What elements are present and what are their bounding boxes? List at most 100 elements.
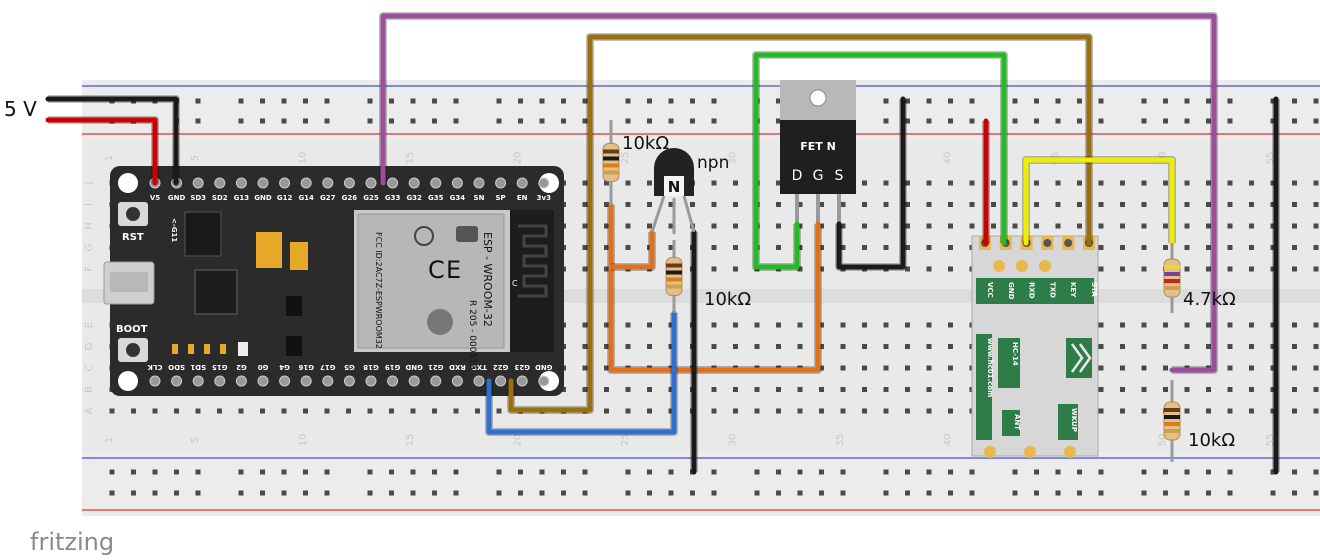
rail-hole <box>432 469 437 475</box>
rail-hole <box>496 98 502 104</box>
esp32-pin <box>322 375 334 387</box>
hole <box>1249 408 1254 414</box>
hole <box>1012 180 1018 186</box>
rail-hole <box>324 490 330 496</box>
hole <box>1270 245 1276 250</box>
hole <box>1270 223 1276 229</box>
fcc-icon <box>414 226 434 246</box>
hole <box>625 245 631 250</box>
esp32-pin <box>495 375 507 387</box>
rail-hole <box>1012 469 1018 475</box>
rail-hole <box>776 469 781 475</box>
hole <box>754 387 760 392</box>
hole <box>367 408 373 414</box>
esp32-pin-label: G2 <box>236 363 247 371</box>
hole <box>1206 266 1211 272</box>
hole <box>625 322 631 328</box>
mosfet-pin-s: S <box>835 168 844 184</box>
hole <box>1141 408 1147 414</box>
rail-hole <box>453 98 459 104</box>
mosfet-legs <box>795 194 841 224</box>
hole <box>1206 322 1211 328</box>
hole <box>346 408 351 414</box>
hole <box>1292 365 1297 371</box>
transistor-smd <box>286 296 302 316</box>
hole <box>926 223 932 229</box>
hole <box>1227 266 1233 272</box>
hole <box>1249 245 1254 250</box>
rail-hole <box>1206 490 1211 496</box>
hole <box>776 245 781 250</box>
esp32-pin-label: G12 <box>277 194 293 202</box>
hole <box>948 180 953 186</box>
hole <box>733 322 738 328</box>
rail-hole <box>539 490 545 496</box>
rail-hole <box>883 469 889 475</box>
hole <box>754 408 760 414</box>
esp32-pin-label: SD3 <box>190 194 206 202</box>
hole <box>1206 180 1211 186</box>
esp32-pin-label: GND <box>168 194 186 202</box>
rail-hole <box>518 118 523 124</box>
wire-gnd-black <box>45 96 179 186</box>
rail-hole <box>174 490 179 496</box>
hole <box>883 223 889 229</box>
row-letter: I <box>84 203 95 206</box>
rail-hole <box>1163 118 1168 124</box>
rail-hole <box>367 98 373 104</box>
rail-hole <box>668 98 674 104</box>
hole <box>1141 322 1147 328</box>
rail-hole <box>238 490 244 496</box>
hole <box>733 245 738 250</box>
hole <box>582 344 588 349</box>
hole <box>926 344 932 349</box>
hc14-pin-label: RXD <box>1028 282 1036 299</box>
rail-hole <box>1163 98 1168 104</box>
esp32-pin-label: 3v3 <box>537 194 551 202</box>
esp32-pin <box>387 177 399 189</box>
rail-hole <box>647 490 652 496</box>
rail-hole <box>647 98 652 104</box>
hole <box>969 223 975 229</box>
hole <box>647 223 652 229</box>
hole <box>1249 202 1254 207</box>
hole <box>1141 344 1147 349</box>
hole <box>819 202 824 207</box>
hole <box>582 387 588 392</box>
hole <box>991 180 996 186</box>
hole <box>1206 387 1211 392</box>
mount-hole <box>118 173 138 193</box>
hole <box>1292 344 1297 349</box>
hole <box>561 387 566 392</box>
rail-hole <box>367 118 373 124</box>
esp32-pin <box>473 177 485 189</box>
hole <box>324 408 330 414</box>
rail-hole <box>1163 469 1168 475</box>
hole <box>1141 387 1147 392</box>
hole <box>1120 344 1125 349</box>
hole <box>819 245 824 250</box>
hole <box>1077 180 1082 186</box>
hole <box>1163 245 1168 250</box>
rail-hole <box>625 469 631 475</box>
hc14-pin-hole <box>1064 239 1073 247</box>
hole <box>1098 223 1104 229</box>
esp32-pin <box>279 375 291 387</box>
rail-hole <box>1206 118 1211 124</box>
mosfet-marking: FET N <box>800 140 836 153</box>
hc14-wkup: WKUP <box>1070 408 1078 432</box>
rail-hole <box>131 469 136 475</box>
hole <box>1141 180 1147 186</box>
rail-hole <box>668 118 674 124</box>
rail-hole <box>561 469 566 475</box>
column-number: 1 <box>104 437 115 443</box>
esp32-pin <box>408 375 420 387</box>
hole <box>1034 223 1039 229</box>
hole <box>797 322 803 328</box>
column-number: 15 <box>405 434 416 447</box>
rail-hole <box>582 490 588 496</box>
hole <box>1120 408 1125 414</box>
hole <box>883 387 889 392</box>
supply-label: 5 V <box>4 97 37 121</box>
